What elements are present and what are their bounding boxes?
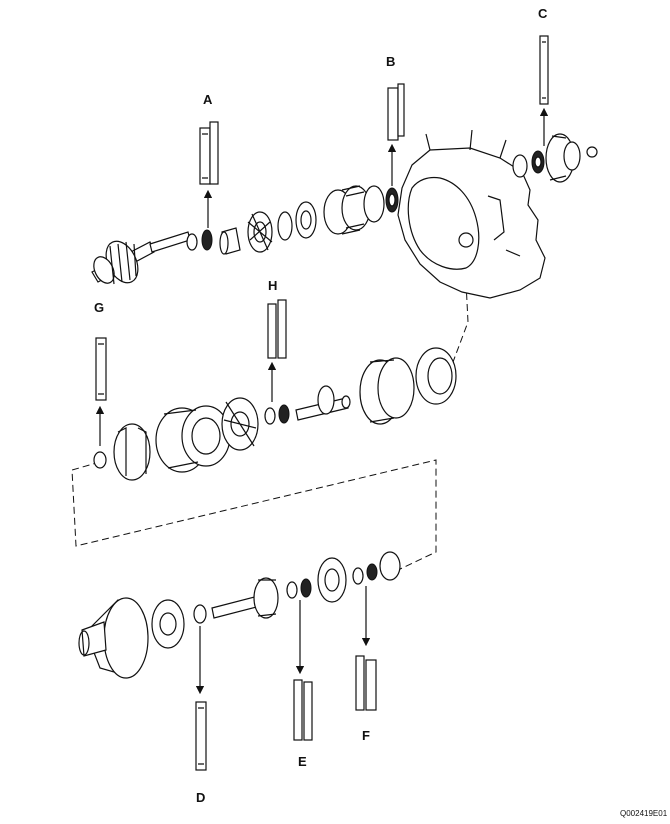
oil-pump-assembly (78, 551, 401, 679)
inset-bearing-f (355, 586, 377, 711)
inset-bearing-c (539, 35, 549, 146)
inset-bearing-e (293, 600, 313, 741)
inset-bearing-a (199, 121, 219, 228)
transaxle-case (397, 129, 546, 299)
inset-bearing-h (267, 299, 287, 402)
callout-e: E (298, 754, 307, 769)
callout-c: C (538, 6, 548, 21)
dashed-connector-upper (449, 281, 469, 371)
callout-d: D (196, 790, 205, 805)
callout-b: B (386, 54, 395, 69)
output-gear-assembly (512, 133, 598, 183)
clutch-drum-assembly (93, 347, 457, 481)
callout-a: A (203, 92, 213, 107)
callout-h: H (268, 278, 277, 293)
figure-code: Q002419E01 (620, 809, 668, 818)
callout-f: F (362, 728, 370, 743)
inset-bearing-g (95, 337, 107, 446)
dashed-connector-lower (71, 459, 437, 571)
inset-bearing-d (195, 626, 207, 771)
countershaft-assembly (91, 185, 399, 285)
callout-g: G (94, 300, 104, 315)
inset-bearing-b (387, 83, 405, 186)
